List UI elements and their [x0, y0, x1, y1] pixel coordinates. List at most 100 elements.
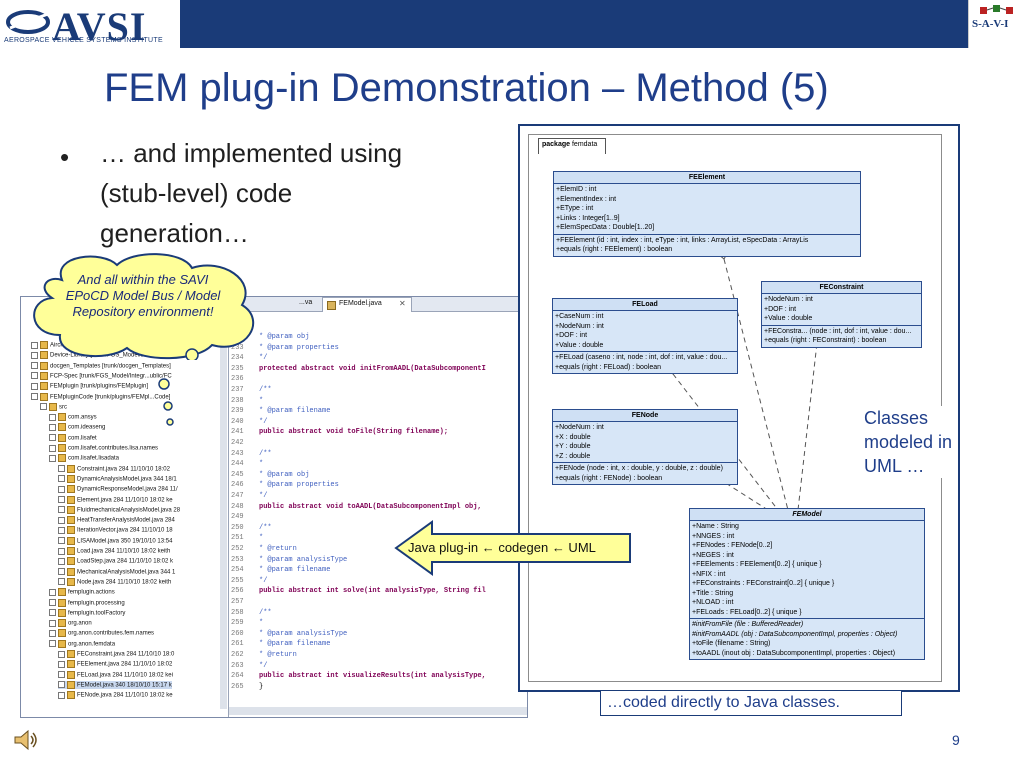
expand-toggle-icon[interactable]: [49, 640, 56, 648]
tree-item[interactable]: org.anon.contributes.fem.names: [49, 629, 154, 638]
close-icon[interactable]: ✕: [399, 299, 406, 308]
expand-toggle-icon[interactable]: [49, 434, 56, 442]
tree-scrollbar[interactable]: [220, 311, 227, 709]
expand-toggle-icon[interactable]: [31, 341, 38, 349]
expand-toggle-icon[interactable]: [40, 403, 47, 411]
tree-item[interactable]: femplugin.actions: [49, 588, 115, 597]
expand-toggle-icon[interactable]: [58, 496, 65, 503]
expand-toggle-icon[interactable]: [49, 444, 56, 452]
tree-item[interactable]: femplugin.processing: [49, 598, 125, 607]
package-icon: [40, 371, 48, 380]
tree-item[interactable]: com.lisafet.lisadata: [49, 454, 119, 463]
tab-previous-file[interactable]: ...va: [299, 299, 313, 306]
bullet-line-2: (stub-level) code: [100, 178, 293, 208]
line-number: 237: [231, 386, 244, 394]
java-file-icon: [67, 495, 75, 504]
tree-item[interactable]: Node.java 284 11/10/10 18:02 keith: [58, 577, 171, 586]
expand-toggle-icon[interactable]: [58, 671, 65, 679]
line-number: 239: [231, 407, 244, 416]
tree-item[interactable]: FEModel.java 340 18/10/10 15:17 k: [58, 680, 172, 689]
tree-item[interactable]: FluidmechanicalAnalysisModel.java 28: [58, 505, 180, 514]
tree-item[interactable]: Element.java 284 11/10/10 18:02 ke: [58, 495, 173, 504]
tree-item[interactable]: FELoad.java 284 11/10/10 18:02 kei: [58, 670, 173, 679]
tree-item[interactable]: com.lisafet.contributes.lisa.names: [49, 444, 158, 452]
expand-toggle-icon[interactable]: [49, 619, 56, 627]
uml-attribute: +Y : double: [555, 443, 591, 450]
code-line: /**: [259, 608, 272, 617]
tree-item[interactable]: FCP-Spec [trunk/FGS_Model/Integr...ublic…: [31, 371, 172, 380]
tree-item[interactable]: org.anon.femdata: [49, 639, 115, 648]
java-file-icon: [67, 547, 75, 555]
expand-toggle-icon[interactable]: [58, 537, 65, 545]
expand-toggle-icon[interactable]: [58, 557, 65, 565]
tree-item[interactable]: Constraint.java 284 11/10/10 18:02: [58, 464, 170, 473]
tree-item[interactable]: MechanicalAnalysisModel.java 344 1: [58, 567, 175, 576]
expand-toggle-icon[interactable]: [58, 691, 65, 699]
editor-h-scrollbar[interactable]: [229, 707, 527, 715]
tree-item[interactable]: DynamicResponseModel.java 284 11/: [58, 485, 178, 494]
expand-toggle-icon[interactable]: [58, 578, 65, 586]
tree-item[interactable]: com.ideaseng: [49, 423, 105, 432]
tree-item[interactable]: com.lisafet: [49, 433, 97, 442]
line-number: 254: [231, 566, 244, 575]
uml-class-feconstraint: FEConstraint+NodeNum : int+DOF : int+Val…: [761, 281, 922, 348]
java-file-icon: [67, 485, 75, 494]
expand-toggle-icon[interactable]: [58, 650, 65, 658]
tree-item[interactable]: org.anon: [49, 619, 92, 628]
expand-toggle-icon[interactable]: [31, 351, 38, 359]
tree-item[interactable]: FEConstraint.java 284 11/10/10 18:0: [58, 650, 174, 658]
speaker-icon[interactable]: [12, 728, 40, 752]
tree-item[interactable]: FENode.java 284 11/10/10 18:02 ke: [58, 691, 173, 700]
expand-toggle-icon[interactable]: [31, 393, 38, 400]
expand-toggle-icon[interactable]: [31, 362, 38, 370]
expand-toggle-icon[interactable]: [58, 516, 65, 524]
tree-item[interactable]: src: [40, 402, 67, 411]
tab-femodel-java[interactable]: FEModel.java ✕: [322, 297, 412, 312]
code-editor: ...va FEModel.java ✕ 232 * @param obj233…: [229, 297, 527, 717]
uml-attribute: +X : double: [555, 433, 591, 441]
package-icon: [58, 588, 66, 597]
expand-toggle-icon[interactable]: [58, 526, 65, 534]
tree-item[interactable]: HeatTransferAnalysisModel.java 284: [58, 516, 175, 525]
line-number: 245: [231, 470, 244, 479]
tree-item[interactable]: docgen_Templates [trunk/docgen_Templates…: [31, 361, 171, 370]
code-line: */: [259, 354, 268, 363]
tree-item[interactable]: FEMplugin [trunk/plugins/FEMplugin]: [31, 382, 148, 391]
expand-toggle-icon[interactable]: [49, 588, 56, 596]
arrow-callout: [394, 520, 631, 576]
expand-toggle-icon[interactable]: [49, 423, 56, 431]
uml-operation: #initFromFile (file : BufferedReader): [692, 621, 804, 628]
classes-note: Classes modeled in UML …: [864, 406, 953, 478]
tree-item[interactable]: IterationVector.java 284 11/10/10 18: [58, 526, 173, 535]
tree-item[interactable]: FEElement.java 284 11/10/10 18:02: [58, 660, 172, 669]
tree-item[interactable]: FEMpluginCode [trunk/plugins/FEMpl...Cod…: [31, 392, 170, 401]
tree-item-label: FENode.java 284 11/10/10 18:02 ke: [77, 692, 173, 699]
uml-attributes-section: +ElemID : int+ElementIndex : int+EType :…: [554, 184, 860, 235]
expand-toggle-icon[interactable]: [58, 547, 65, 555]
tree-item[interactable]: femplugin.toolFactory: [49, 608, 125, 617]
expand-toggle-icon[interactable]: [58, 681, 65, 689]
expand-toggle-icon[interactable]: [58, 485, 65, 493]
expand-toggle-icon[interactable]: [58, 660, 65, 668]
expand-toggle-icon[interactable]: [49, 629, 56, 637]
uml-attribute: +FEElements : FEElement[0..2] { unique }: [692, 561, 822, 568]
tree-item[interactable]: Load.java 284 11/10/10 18:02 keith: [58, 547, 170, 555]
java-file-icon: [67, 691, 75, 700]
java-file-icon: [67, 516, 75, 525]
expand-toggle-icon[interactable]: [31, 382, 38, 390]
tree-item[interactable]: LoadStep.java 284 11/10/10 18:02 k: [58, 557, 173, 566]
expand-toggle-icon[interactable]: [58, 568, 65, 576]
expand-toggle-icon[interactable]: [58, 475, 65, 483]
expand-toggle-icon[interactable]: [49, 413, 56, 421]
expand-toggle-icon[interactable]: [49, 454, 56, 462]
expand-toggle-icon[interactable]: [49, 599, 56, 606]
tree-item[interactable]: DynamicAnalysisModel.java 344 18/1: [58, 474, 177, 483]
tree-item[interactable]: com.ansys: [49, 413, 97, 422]
code-line: * @param analysisType: [259, 629, 348, 638]
line-number: 256: [231, 587, 244, 596]
expand-toggle-icon[interactable]: [31, 372, 38, 380]
expand-toggle-icon[interactable]: [58, 465, 65, 473]
expand-toggle-icon[interactable]: [49, 609, 56, 617]
tree-item[interactable]: LISAModel.java 350 19/10/10 13:54: [58, 536, 172, 545]
expand-toggle-icon[interactable]: [58, 506, 65, 514]
